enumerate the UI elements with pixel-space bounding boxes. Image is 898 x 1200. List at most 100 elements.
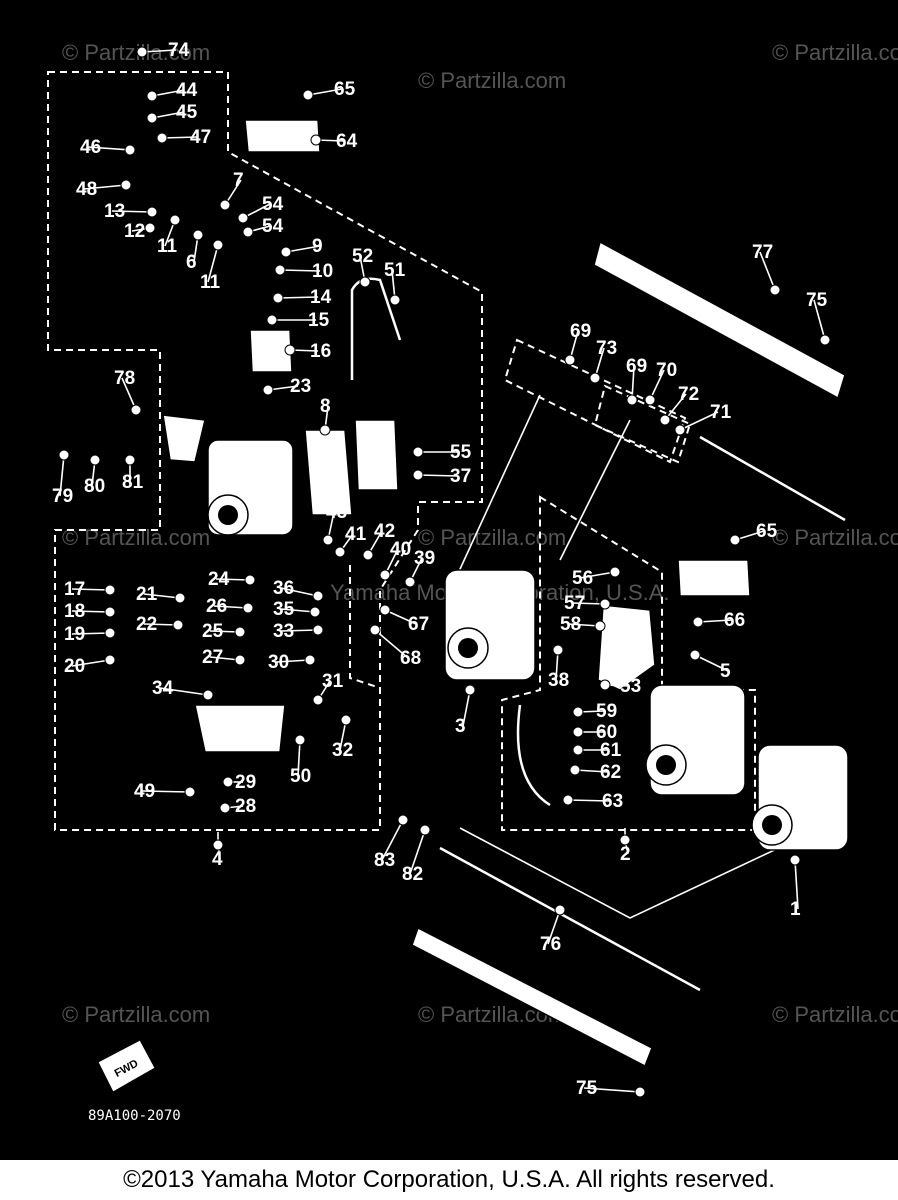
callout-number: 41 [345, 524, 367, 545]
callout-7: 7 [219, 170, 244, 211]
callout-82: 82 [402, 824, 431, 885]
part-marker [174, 592, 186, 604]
callout-49: 49 [134, 781, 196, 802]
callout-leader [307, 88, 343, 96]
callout-77: 77 [752, 242, 781, 296]
callout-leader [71, 659, 111, 667]
part-marker [169, 214, 181, 226]
callout-leader [215, 578, 251, 581]
callout-number: 75 [576, 1078, 598, 1099]
callout-leader [381, 819, 404, 861]
part-marker [689, 649, 701, 661]
part-marker [572, 744, 584, 756]
piston-part [249, 329, 293, 373]
leader-line [454, 394, 541, 581]
part-marker [789, 854, 801, 866]
callout-number: 4 [212, 849, 223, 870]
part-marker [219, 802, 231, 814]
callout-leader [141, 790, 191, 793]
part-marker [219, 199, 231, 211]
part-marker [334, 546, 346, 558]
part-marker [144, 222, 156, 234]
callout-2: 2 [619, 834, 631, 865]
callout-leader [213, 605, 249, 609]
part-marker [572, 726, 584, 738]
callout-number: 19 [64, 624, 85, 645]
callout-28: 28 [219, 796, 256, 817]
callout-number: 73 [596, 338, 617, 359]
callout-42: 42 [362, 521, 395, 561]
part-marker [769, 284, 781, 296]
part-marker [312, 694, 324, 706]
callout-number: 27 [202, 647, 223, 668]
callout-9: 9 [280, 236, 323, 258]
callout-number: 68 [400, 648, 421, 669]
callout-number: 55 [450, 442, 472, 463]
callout-62: 62 [569, 762, 621, 783]
callout-67: 67 [379, 604, 429, 635]
callout-leader [141, 49, 177, 53]
callout-leader [574, 769, 609, 773]
callout-leader [285, 245, 321, 253]
part-marker [819, 334, 831, 346]
callout-number: 75 [806, 290, 828, 311]
callout-11: 11 [200, 239, 224, 293]
callout-number: 62 [600, 762, 621, 783]
callout-leader [143, 593, 181, 599]
callout-63: 63 [562, 791, 623, 812]
part-marker [242, 226, 254, 238]
callout-number: 31 [322, 671, 344, 692]
callout-69: 69 [564, 321, 591, 366]
callout-number: 59 [596, 701, 617, 722]
callout-number: 13 [104, 201, 125, 222]
callout-number: 17 [64, 579, 85, 600]
part-marker [554, 904, 566, 916]
part-marker [397, 814, 409, 826]
hose-part [350, 277, 402, 380]
callout-51: 51 [384, 260, 406, 306]
group-4-outline [47, 71, 483, 831]
part-marker [692, 616, 704, 628]
callout-leader [759, 251, 776, 291]
part-marker [362, 549, 374, 561]
part-marker [146, 112, 158, 124]
callout-83: 83 [374, 814, 409, 871]
callout-number: 33 [273, 621, 294, 642]
watermark-text: © Partzilla.com [418, 68, 566, 93]
callout-32: 32 [332, 714, 353, 761]
callout-52: 52 [352, 246, 373, 288]
callout-41: 41 [334, 524, 367, 558]
callout-60: 60 [572, 722, 617, 743]
callout-number: 50 [290, 766, 311, 787]
callout-leader [571, 602, 606, 605]
part-marker [729, 534, 741, 546]
callout-leader [297, 739, 301, 777]
part-marker [379, 604, 391, 616]
callout-number: 49 [134, 781, 155, 802]
callout-number: 16 [310, 341, 331, 362]
part-marker [379, 569, 391, 581]
callout-number: 36 [273, 578, 294, 599]
callout-54: 54 [237, 194, 284, 224]
callout-73: 73 [589, 338, 617, 384]
part-marker [552, 644, 564, 656]
callout-leader [280, 587, 319, 597]
callout-number: 11 [157, 236, 178, 257]
part-marker [464, 684, 476, 696]
callout-number: 9 [312, 236, 323, 257]
copyright-footer: ©2013 Yamaha Motor Corporation, U.S.A. A… [0, 1160, 898, 1200]
watermark-text: © Partzilla.com [62, 40, 210, 65]
callout-number: 44 [176, 80, 198, 101]
callout-number: 79 [52, 486, 73, 507]
callout-58: 58 [560, 614, 606, 635]
callout-leader [547, 909, 561, 945]
callout-number: 65 [756, 521, 778, 542]
callout-79: 79 [52, 449, 73, 507]
callout-30: 30 [268, 652, 316, 673]
part-marker [192, 229, 204, 241]
callout-leader [71, 610, 111, 613]
carburetor-body-1 [751, 744, 849, 851]
carburetor-body-2 [645, 684, 746, 796]
part-marker [136, 46, 148, 58]
callout-65: 65 [302, 79, 356, 101]
